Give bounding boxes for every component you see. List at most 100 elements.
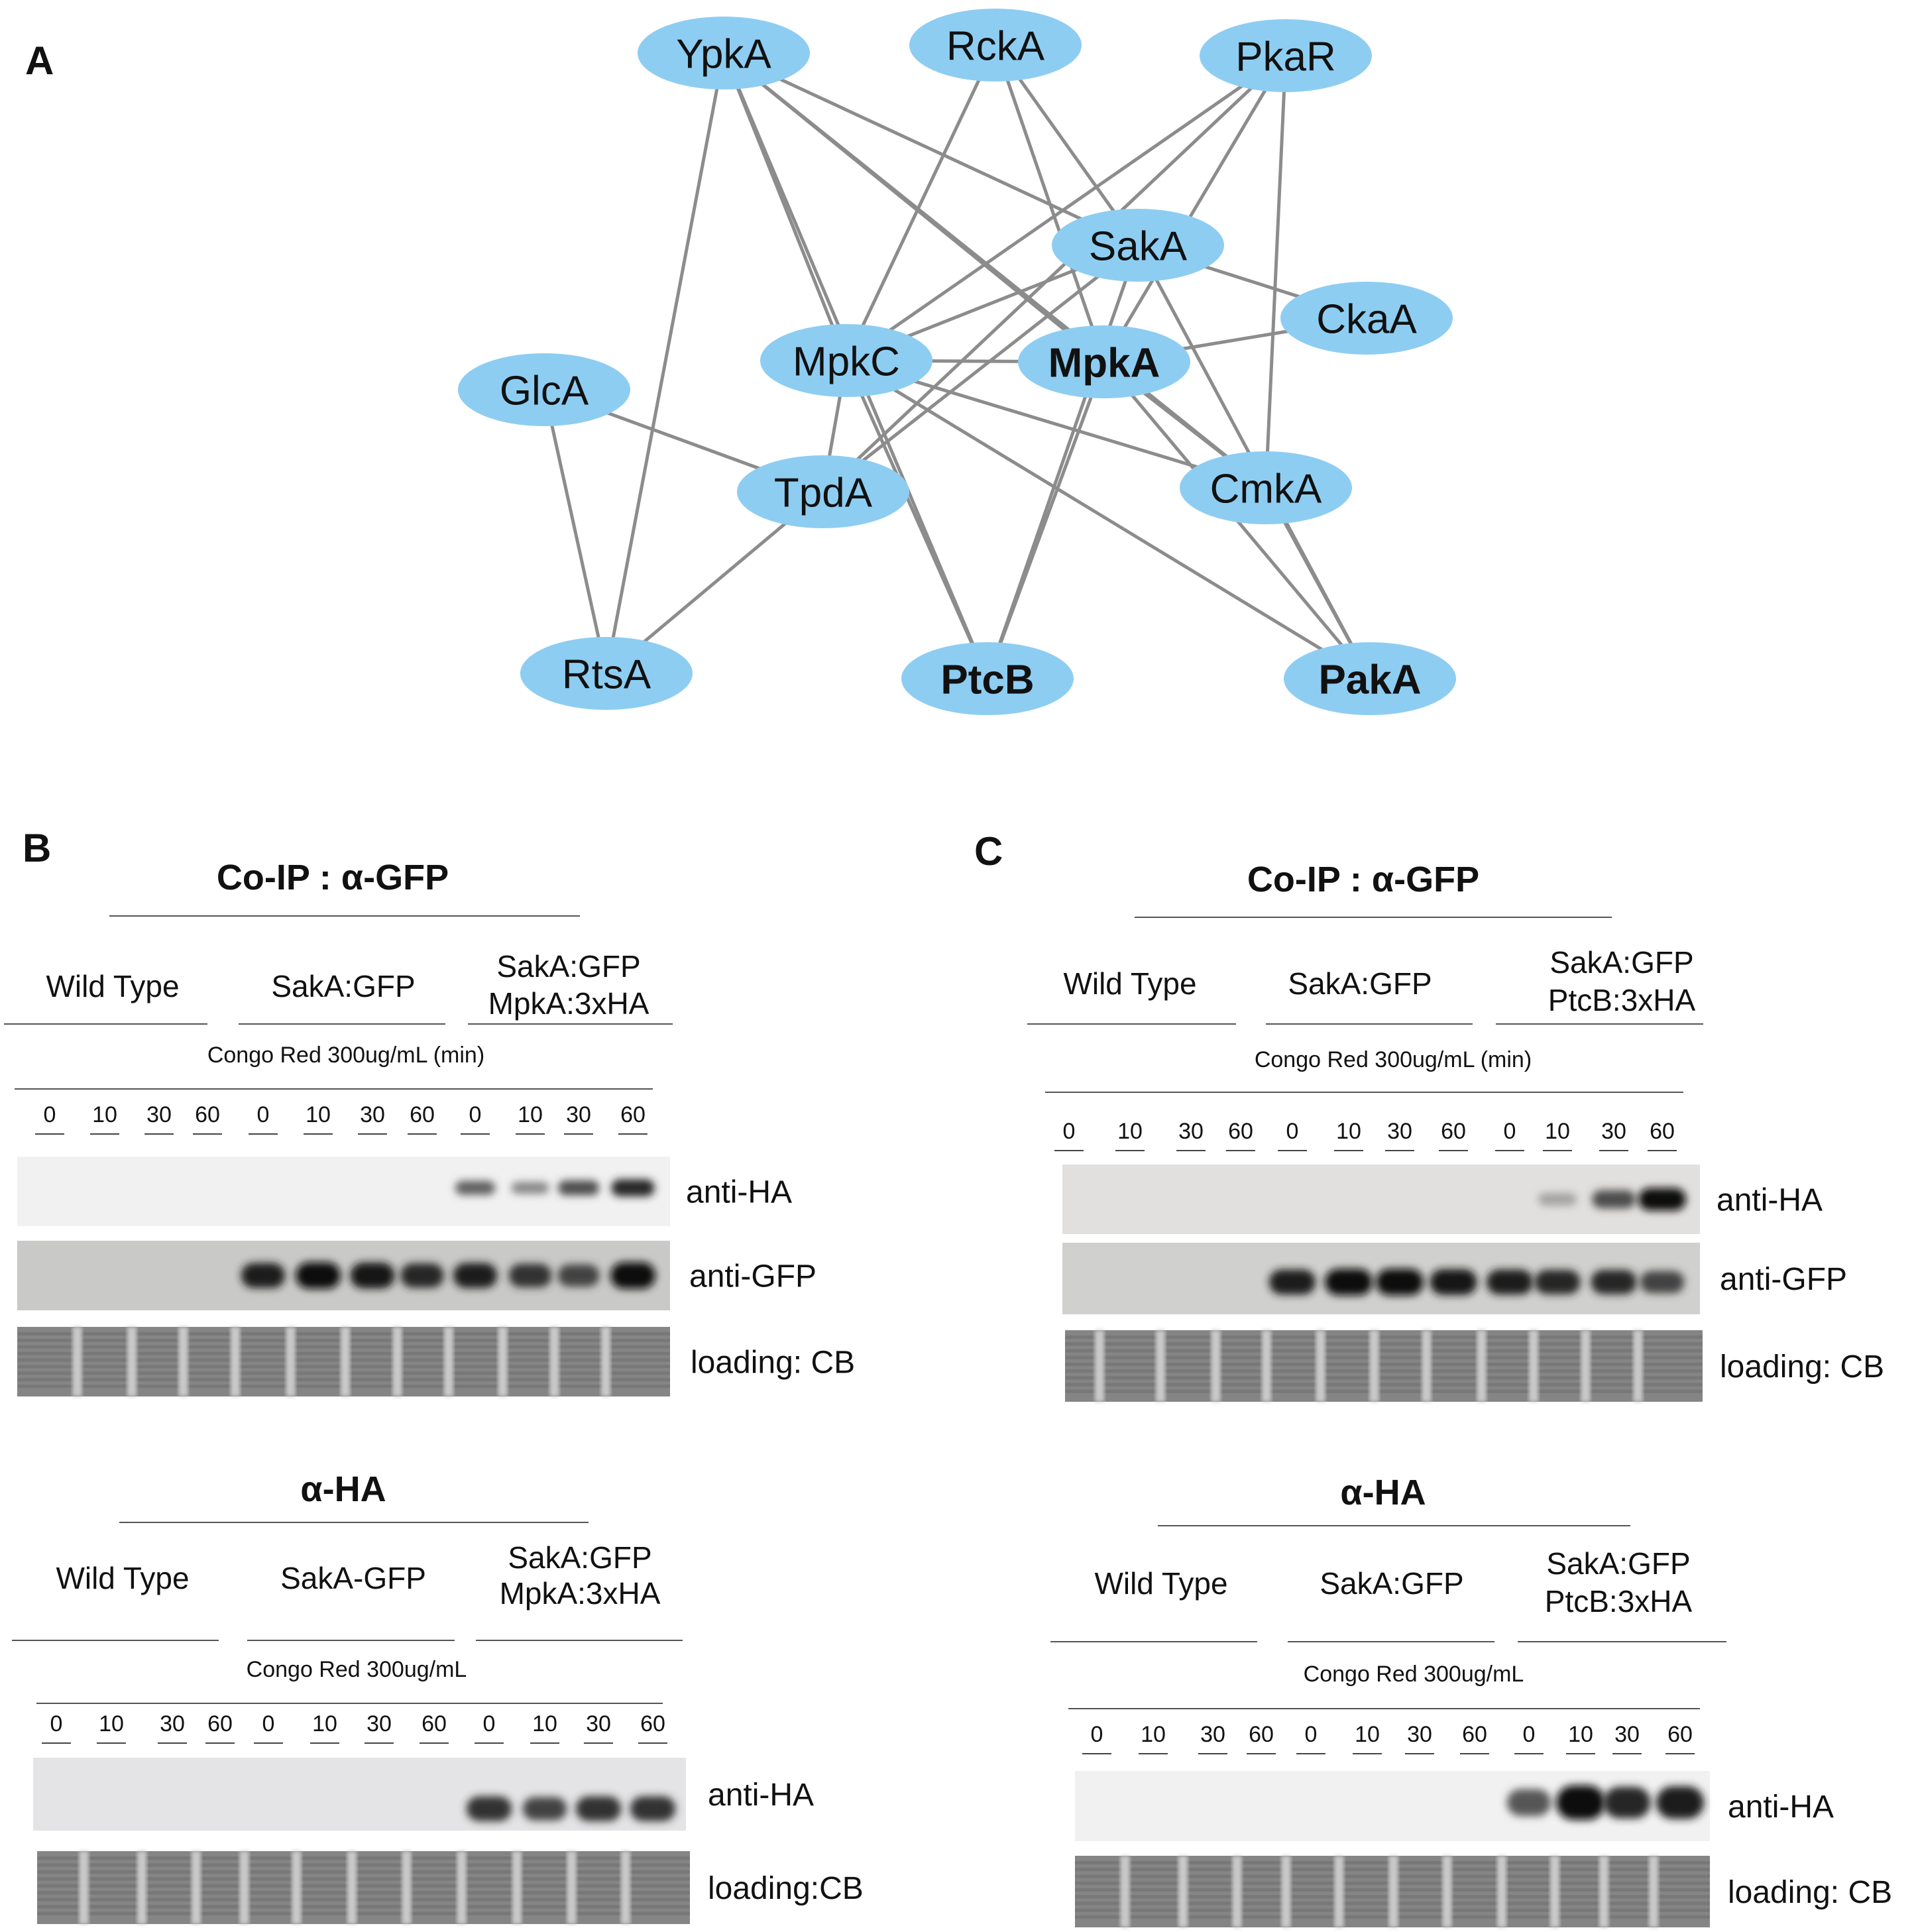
band: [630, 1796, 676, 1821]
node-ellipse: [638, 17, 810, 89]
lane-gap: [1095, 1330, 1104, 1402]
stain-stripe: [37, 1898, 690, 1902]
lane-gap: [1334, 1856, 1344, 1927]
strain-label: SakA-GFP: [280, 1561, 426, 1595]
blot-1: loading: CB: [1075, 1856, 1892, 1927]
lane-gap: [1422, 1330, 1432, 1402]
node-ellipse: [458, 353, 630, 426]
lane-gap: [1369, 1330, 1379, 1402]
node-RckA: RckA: [909, 9, 1082, 82]
lane-gap: [72, 1327, 82, 1396]
band: [1538, 1192, 1577, 1206]
timepoint-label: 10: [312, 1711, 337, 1736]
band: [400, 1263, 444, 1288]
timepoint-label: 10: [306, 1102, 331, 1127]
edge-PkaR-CmkA: [1264, 55, 1288, 488]
lane-gap: [498, 1327, 508, 1396]
stain-stripe: [1065, 1335, 1703, 1339]
band: [1325, 1269, 1373, 1296]
timepoint-label: 30: [1200, 1722, 1225, 1747]
section-title: α-HA: [300, 1469, 386, 1509]
timepoint-label: 60: [1650, 1119, 1675, 1144]
node-GlcA: GlcA: [458, 353, 630, 426]
node-ellipse: [1284, 642, 1456, 715]
node-label: PkaR: [1235, 34, 1336, 80]
blot-0: anti-HA: [17, 1157, 792, 1226]
band: [1603, 1786, 1651, 1819]
lane-gap: [347, 1851, 357, 1924]
lane-gap: [402, 1851, 412, 1924]
network-edges: [542, 44, 1372, 681]
node-PtcB: PtcB: [901, 642, 1074, 715]
node-SakA: SakA: [1052, 209, 1224, 282]
timepoint-label: 10: [92, 1102, 117, 1127]
timepoint-label: 10: [518, 1102, 543, 1127]
band: [350, 1263, 395, 1288]
band: [1430, 1269, 1477, 1295]
stain-stripe: [37, 1905, 690, 1909]
node-ellipse: [909, 9, 1082, 82]
lane-gap: [512, 1851, 522, 1924]
band: [1638, 1188, 1686, 1211]
timepoint-label: 30: [146, 1102, 172, 1127]
edge-PkaR-TpdA: [822, 54, 1287, 493]
stain-stripe: [1065, 1342, 1703, 1346]
stain-stripe: [37, 1863, 690, 1867]
edge-YpkA-RtsA: [604, 52, 726, 674]
blot-1: anti-GFP: [17, 1241, 816, 1310]
blot-membrane: [33, 1758, 686, 1831]
timepoint-label: 30: [1178, 1119, 1204, 1144]
node-label: YpkA: [676, 32, 771, 78]
strain-label: SakA:GFP: [508, 1540, 651, 1575]
timepoint-label: 0: [50, 1711, 63, 1736]
node-ellipse: [1052, 209, 1224, 282]
treatment-label: Congo Red 300ug/mL (min): [207, 1043, 484, 1068]
timepoint-label: 30: [160, 1711, 185, 1736]
band: [453, 1263, 498, 1288]
timepoint-label: 30: [1614, 1722, 1640, 1747]
band: [557, 1264, 600, 1287]
band: [1591, 1270, 1637, 1294]
band: [296, 1262, 341, 1289]
stain-stripe: [1065, 1389, 1703, 1393]
band: [1376, 1269, 1424, 1296]
blot-0: anti-HA: [1075, 1771, 1834, 1841]
node-ellipse: [760, 324, 932, 397]
node-RtsA: RtsA: [520, 637, 693, 710]
edge-RckA-MpkA: [993, 44, 1106, 363]
edge-RckA-MpkC: [844, 44, 997, 362]
node-YpkA: YpkA: [638, 17, 810, 89]
timepoint-label: 60: [207, 1711, 233, 1736]
node-ellipse: [1180, 451, 1352, 524]
timepoint-label: 30: [1407, 1722, 1432, 1747]
treatment-label: Congo Red 300ug/mL (min): [1255, 1047, 1532, 1072]
band: [455, 1180, 496, 1195]
timepoint-label: 10: [1568, 1722, 1593, 1747]
strain-label: PtcB:3xHA: [1548, 983, 1696, 1017]
blot-label: loading: CB: [1720, 1349, 1884, 1385]
lane-gap: [1178, 1856, 1188, 1927]
band: [1486, 1269, 1534, 1295]
strain-label: SakA:GFP: [1546, 1546, 1690, 1581]
node-label: PtcB: [940, 657, 1034, 703]
lane-gap: [1477, 1330, 1487, 1402]
blot-0: anti-HA: [1062, 1165, 1823, 1234]
strain-label: PtcB:3xHA: [1545, 1584, 1693, 1619]
band: [1268, 1269, 1316, 1295]
stain-stripe: [37, 1877, 690, 1881]
node-MpkC: MpkC: [760, 324, 932, 397]
panel-c-letter: C: [974, 829, 1003, 874]
timepoint-label: 60: [1441, 1119, 1466, 1144]
timepoint-label: 60: [1228, 1119, 1253, 1144]
lane-gap: [1599, 1856, 1608, 1927]
lane-gap: [1232, 1856, 1242, 1927]
blot-0: anti-HA: [33, 1758, 814, 1831]
band: [611, 1179, 655, 1197]
node-label: CmkA: [1210, 467, 1322, 512]
node-label: CkaA: [1316, 297, 1417, 343]
band: [241, 1263, 286, 1288]
band: [1656, 1786, 1705, 1819]
